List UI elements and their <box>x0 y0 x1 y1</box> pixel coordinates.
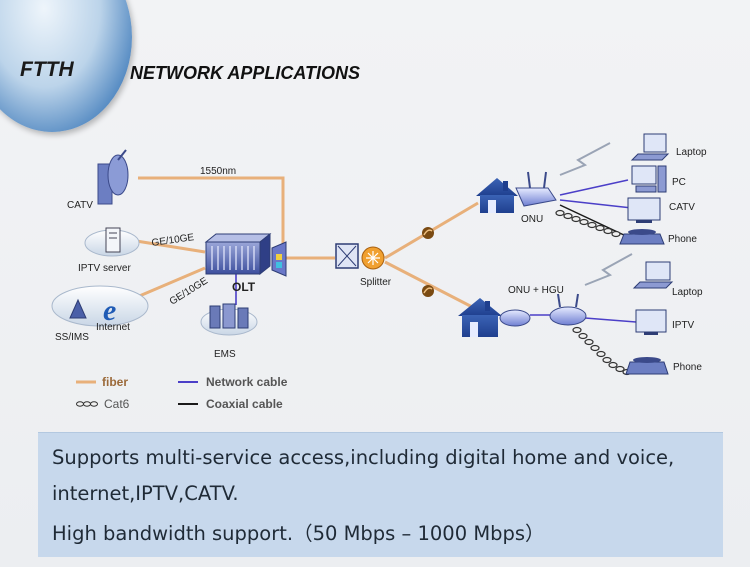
label-olt: OLT <box>232 280 256 294</box>
info-line-1: Supports multi-service access,including … <box>52 446 675 469</box>
legend: fiber Cat6 Network cable Coaxial cable <box>76 375 288 411</box>
iptv-icon <box>635 309 667 335</box>
label-laptop-2: Laptop <box>672 287 703 298</box>
info-box: Supports multi-service access,including … <box>38 432 723 557</box>
fiber-catv-1550 <box>138 176 285 248</box>
label-ems: EMS <box>214 349 236 360</box>
label-pc: PC <box>672 177 686 188</box>
legend-network-label: Network cable <box>206 375 288 389</box>
onu-icon <box>515 171 557 207</box>
label-ss-ims: SS/IMS <box>55 332 89 343</box>
network-diagram: CATV 1550nm IPTV server GE/10GE GE/10GE … <box>51 133 707 411</box>
catv-dish-icon <box>97 149 129 205</box>
legend-coax-label: Coaxial cable <box>206 397 283 411</box>
phone-icon-1 <box>619 229 665 245</box>
label-1550nm: 1550nm <box>200 166 236 177</box>
label-onu: ONU <box>521 214 543 225</box>
label-iptv: IPTV <box>672 320 695 331</box>
olt-icon <box>204 232 272 276</box>
fiber-internet-olt <box>129 266 206 302</box>
iptv-server-icon <box>84 227 140 257</box>
label-internet: Internet <box>96 322 130 333</box>
label-splitter: Splitter <box>360 277 392 288</box>
internet-icon: e <box>51 285 149 327</box>
fiber-lines <box>129 176 479 312</box>
label-laptop-1: Laptop <box>676 147 707 158</box>
label-catv-source: CATV <box>67 200 93 211</box>
badge-title: FTTH <box>20 58 74 81</box>
house-icon-2 <box>458 298 502 337</box>
label-phone-1: Phone <box>668 234 697 245</box>
info-line-2: internet,IPTV,CATV. <box>52 482 239 505</box>
label-iptv-server: IPTV server <box>78 263 131 274</box>
cat6-lines <box>555 209 632 376</box>
phone-icon-2 <box>625 357 669 375</box>
label-phone-2: Phone <box>673 362 702 373</box>
fiber-markers <box>422 227 434 297</box>
svg-text:e: e <box>103 294 116 327</box>
label-catv-1: CATV <box>669 202 695 213</box>
info-line-3: High bandwidth support.（50 Mbps – 1000 M… <box>52 522 545 545</box>
laptop-icon-2 <box>632 261 674 289</box>
legend-fiber-label: fiber <box>102 375 128 389</box>
wireless-icon <box>559 142 633 286</box>
catv-tv-icon <box>627 197 661 223</box>
fiber-iptv-olt <box>129 238 206 254</box>
splitter-icon <box>335 243 385 270</box>
house-icon-1 <box>476 178 518 213</box>
wdm-coupler-icon <box>271 241 287 277</box>
pc-icon <box>631 165 667 193</box>
legend-cat6-swatch <box>76 401 98 407</box>
fiber-splitter-hgu <box>384 260 479 312</box>
label-onu-hgu: ONU + HGU <box>508 285 564 296</box>
ems-icon <box>200 303 258 336</box>
legend-cat6-label: Cat6 <box>104 397 130 411</box>
coax-lines <box>559 204 627 237</box>
page-title: NETWORK APPLICATIONS <box>130 63 360 83</box>
onu-hgu-icon <box>499 293 587 327</box>
laptop-icon-1 <box>630 133 670 161</box>
